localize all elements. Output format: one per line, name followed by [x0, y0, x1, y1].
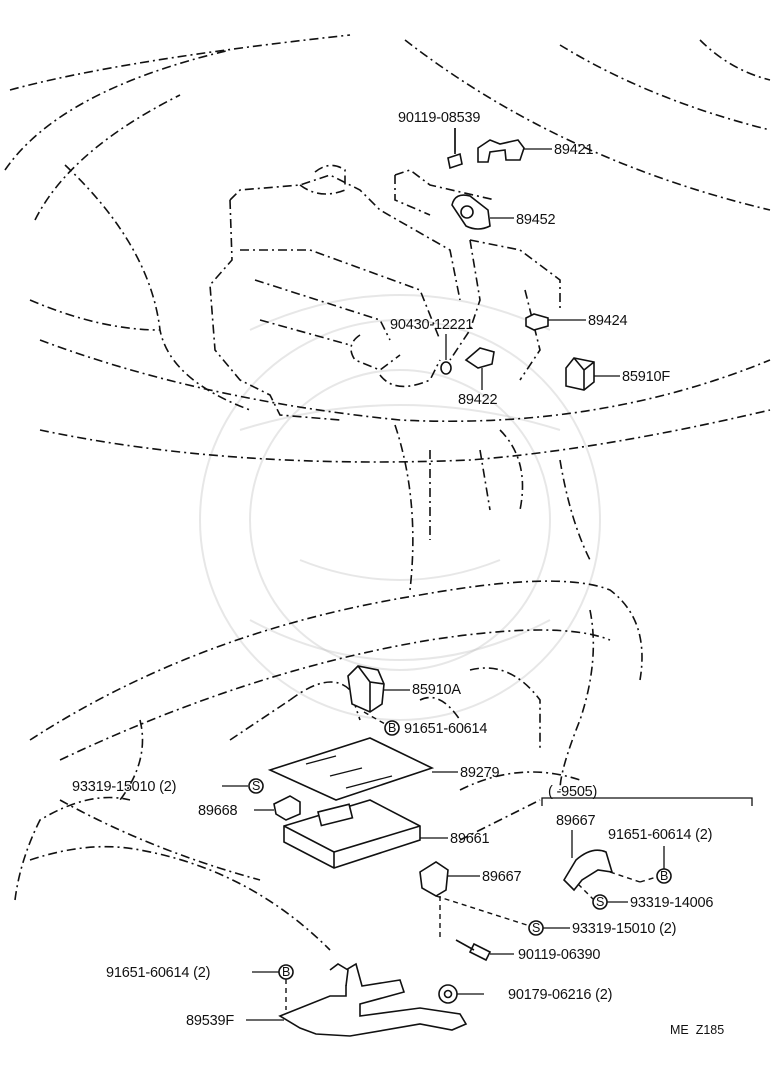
label-85910F: 85910F — [622, 369, 670, 385]
bolt-90119-06390-icon — [455, 939, 492, 962]
svg-text:S: S — [596, 895, 604, 909]
bracket-89667-icon — [419, 861, 449, 897]
label-90119-06390: 90119-06390 — [518, 947, 600, 963]
diagram-code: ME Z185 — [670, 1023, 724, 1037]
upper-labels: 90119-08539 89421 89452 90430-12221 8942… — [390, 110, 671, 408]
label-91651-60614: 91651-60614 — [404, 721, 487, 737]
svg-text:S: S — [252, 779, 260, 793]
label-89279: 89279 — [460, 765, 499, 781]
label-90430-12221: 90430-12221 — [390, 317, 473, 333]
lower-labels: 85910A 91651-60614 93319-15010 (2) 89279… — [72, 682, 724, 1037]
label-93319-15010-right: 93319-15010 (2) — [572, 921, 676, 937]
svg-text:B: B — [388, 721, 396, 735]
label-89424: 89424 — [588, 313, 627, 329]
label-89667-variant: 89667 — [556, 813, 595, 829]
sensor-89422-icon — [464, 347, 495, 369]
range-note: ( -9505) — [548, 784, 597, 800]
label-90179-06216: 90179-06216 (2) — [508, 987, 612, 1003]
bracket-89667-variant-icon — [562, 849, 614, 892]
label-89667: 89667 — [482, 869, 521, 885]
cover-89279-icon — [267, 737, 435, 801]
label-89421: 89421 — [554, 142, 593, 158]
label-93319-14006: 93319-14006 — [630, 895, 713, 911]
gasket-90430-12221-icon — [440, 361, 452, 375]
bracket-89668-icon — [273, 795, 301, 821]
bracket-89539F-icon — [278, 962, 468, 1037]
label-91651-60614-variant: 91651-60614 (2) — [608, 827, 712, 843]
label-91651-60614-lower: 91651-60614 (2) — [106, 965, 210, 981]
label-90119-08539: 90119-08539 — [398, 110, 480, 126]
upper-parts — [440, 128, 620, 391]
label-93319-15010-left: 93319-15010 (2) — [72, 779, 176, 795]
bracket-89421-icon — [477, 139, 525, 163]
screw-symbols: S B S B — [222, 720, 570, 980]
svg-text:B: B — [660, 869, 668, 883]
label-89661: 89661 — [450, 831, 489, 847]
lower-parts: S B S B — [222, 665, 570, 1037]
label-89422: 89422 — [458, 392, 497, 408]
ecu-89661-icon — [283, 799, 421, 869]
label-85910A: 85910A — [412, 682, 461, 698]
variant-group: ( -9505) B S — [541, 784, 753, 910]
engine-bay-outline — [4, 34, 771, 591]
label-89452: 89452 — [516, 212, 555, 228]
label-89668: 89668 — [198, 803, 237, 819]
svg-text:S: S — [532, 921, 540, 935]
switch-89424-icon — [525, 313, 549, 331]
relay-85910F-icon — [565, 357, 595, 391]
dashboard-outline — [14, 580, 643, 951]
label-89539F: 89539F — [186, 1013, 234, 1029]
svg-text:B: B — [282, 965, 290, 979]
relay-85910A-icon — [347, 665, 385, 713]
watermark-emblem — [199, 294, 601, 721]
